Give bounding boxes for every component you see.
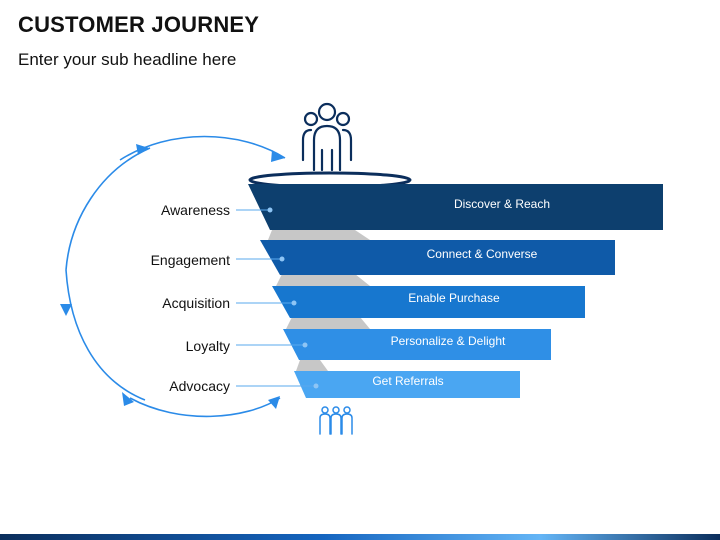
arrowhead-icon — [268, 396, 280, 409]
funnel-band-acquisition — [272, 286, 585, 318]
stage-label-advocacy: Advocacy — [169, 378, 230, 394]
stage-label-loyalty: Loyalty — [185, 338, 230, 354]
stage-dot — [313, 383, 319, 389]
stage-dot — [291, 300, 297, 306]
stage-dot — [279, 256, 285, 262]
people-group-small-icon — [319, 406, 353, 435]
funnel-band-text-engagement: Connect & Converse — [427, 247, 538, 261]
funnel-connectors — [268, 230, 370, 371]
funnel-band-loyalty — [283, 329, 551, 360]
cycle-arrow-top-left — [65, 147, 151, 271]
funnel-band-text-advocacy: Get Referrals — [372, 374, 443, 388]
stage-label-acquisition: Acquisition — [162, 295, 230, 311]
funnel-band-awareness — [248, 184, 663, 230]
cycle-arrow-bottom-left — [65, 269, 146, 401]
arrowhead-icon — [271, 150, 285, 162]
funnel-band-text-acquisition: Enable Purchase — [408, 291, 500, 305]
funnel-band-text-awareness: Discover & Reach — [454, 197, 550, 211]
cycle-arrow-bottom — [129, 397, 281, 418]
stage-label-engagement: Engagement — [150, 252, 230, 268]
people-group-icon — [301, 102, 353, 172]
arrowhead-icon — [60, 304, 72, 316]
page-title: CUSTOMER JOURNEY — [18, 12, 260, 37]
arrowhead-icon — [122, 392, 134, 406]
funnel-band-engagement — [260, 240, 615, 275]
stage-connector-lines — [236, 207, 319, 389]
funnel-band-text-loyalty: Personalize & Delight — [391, 334, 506, 348]
stage-label-awareness: Awareness — [160, 202, 230, 218]
funnel-band-advocacy — [294, 371, 520, 398]
arrowhead-icon — [136, 144, 149, 155]
stage-dot — [302, 342, 308, 348]
page-subtitle: Enter your sub headline here — [18, 50, 237, 69]
footer-accent-bar — [0, 534, 720, 540]
stage-dot — [267, 207, 273, 213]
